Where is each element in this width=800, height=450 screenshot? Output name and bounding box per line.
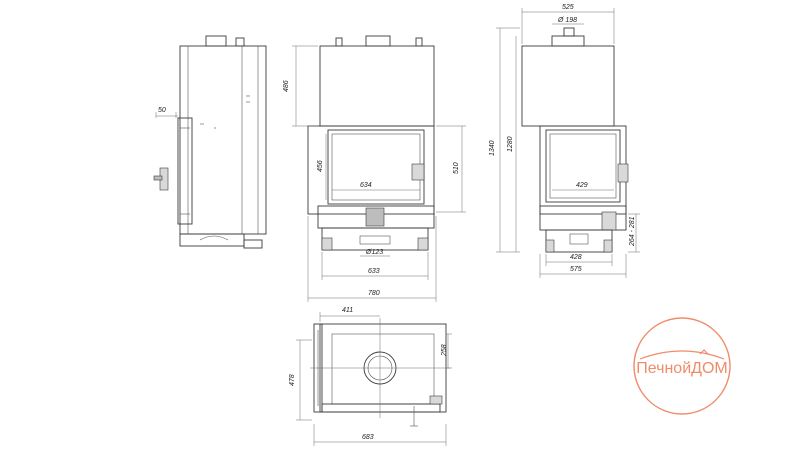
plan-view: 411 258 478 683 (289, 307, 452, 446)
plan-411-label: 411 (342, 307, 353, 314)
logo-crown-icon (699, 349, 709, 355)
right-h1340-label: 1340 (489, 140, 496, 156)
right-view: 525 Ø 198 1340 1280 429 264 - 281 428 57… (489, 4, 640, 278)
front-view: 486 456 634 510 Ø123 633 780 (283, 35, 466, 302)
logo-circle (633, 317, 731, 415)
front-glass-h-label: 456 (317, 160, 324, 172)
right-h1280-label: 1280 (507, 136, 514, 152)
plan-258-label: 258 (441, 344, 448, 357)
front-flue-label: Ø123 (365, 249, 383, 256)
right-glass-w-label: 429 (576, 182, 588, 189)
front-total-label: 780 (368, 290, 380, 297)
plan-478-label: 478 (289, 374, 296, 386)
right-range-label: 264 - 281 (629, 216, 636, 247)
front-door-h-label: 510 (453, 162, 460, 174)
right-top-label: 525 (562, 4, 574, 11)
side-view: 50 (153, 35, 267, 249)
right-total-label: 575 (570, 266, 582, 273)
front-base-label: 633 (368, 268, 380, 275)
logo-text: ПечнойДОМ (636, 360, 727, 377)
right-base-label: 428 (570, 254, 582, 261)
right-flue-label: Ø 198 (557, 17, 577, 24)
front-glass-w-label: 634 (360, 182, 372, 189)
logo-roof-arc (639, 350, 725, 360)
plan-683-label: 683 (362, 434, 374, 441)
side-depth-label: 50 (158, 107, 166, 114)
pechnoy-dom-logo: ПечнойДОМ (633, 317, 731, 415)
front-top-label: 486 (283, 80, 290, 92)
